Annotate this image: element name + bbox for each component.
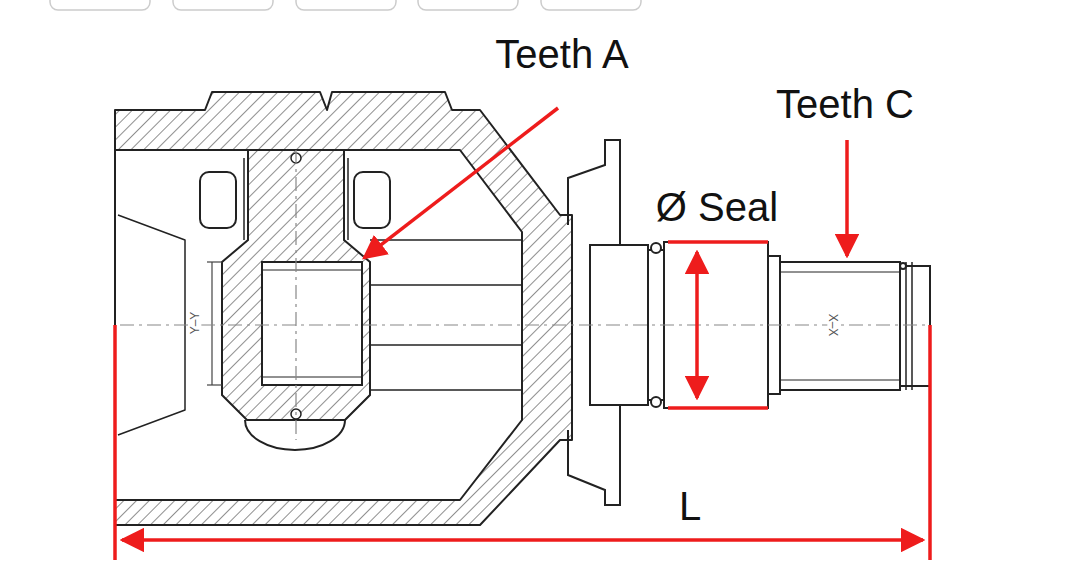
stub-shaft-part <box>780 380 900 381</box>
spider-arms <box>370 240 522 390</box>
section-bracket-part <box>207 384 222 385</box>
part-label: Ø Seal <box>656 187 778 227</box>
tripod-spider-part <box>262 270 362 271</box>
stub-shaft-part <box>900 263 906 269</box>
ui-tabs <box>50 0 641 10</box>
center-lines <box>120 150 930 440</box>
tripod-rollers-part <box>243 158 245 240</box>
part-label: Teeth A <box>495 34 628 74</box>
dimension-marks-part <box>364 108 558 258</box>
dimension-marks-part <box>668 406 768 410</box>
ui-tabs-part <box>296 0 396 10</box>
dimension-marks-part <box>668 240 768 244</box>
stub-shaft-part <box>651 243 661 253</box>
stub-shaft-part <box>900 266 930 386</box>
spider-arms-part <box>370 284 522 286</box>
tripod-spider-part <box>262 377 362 378</box>
tripod-rollers-part <box>200 172 236 228</box>
spider-arms-part <box>370 344 522 346</box>
stub-shaft-part <box>911 262 913 390</box>
center-lines-part <box>295 150 296 440</box>
part-label: L <box>679 486 701 526</box>
ui-tabs-part <box>173 0 273 10</box>
spider-arms-part <box>370 239 522 241</box>
section-bracket-part <box>211 262 212 385</box>
center-lines-part <box>120 324 930 325</box>
ui-tabs-part <box>418 0 518 10</box>
tripod-rollers-part <box>354 172 390 228</box>
dimension-marks-part <box>928 325 932 560</box>
housing <box>115 92 572 525</box>
dimension-marks-part <box>113 325 117 560</box>
tripod-rollers-part <box>245 420 345 450</box>
tripod-rollers-part <box>347 158 349 240</box>
part-label: Teeth C <box>776 84 914 124</box>
section-bracket-part <box>207 261 222 262</box>
stub-shaft-part <box>780 262 900 390</box>
section-mark: Y–Y <box>189 311 201 336</box>
stub-shaft-part <box>780 272 900 273</box>
housing-part <box>115 92 572 525</box>
ui-tabs-part <box>50 0 150 10</box>
dimension-marks-part <box>122 538 923 542</box>
stub-shaft-part <box>651 397 661 407</box>
section-mark: X–X <box>827 313 839 338</box>
spider-arms-part <box>370 389 522 391</box>
tripod-spider-part <box>262 262 362 385</box>
dimension-marks-part <box>845 140 849 256</box>
stub-shaft-part <box>905 262 907 390</box>
dimension-marks-part <box>695 252 699 398</box>
section-bracket <box>207 262 222 385</box>
dimension-marks <box>115 108 930 560</box>
ui-tabs-part <box>541 0 641 10</box>
